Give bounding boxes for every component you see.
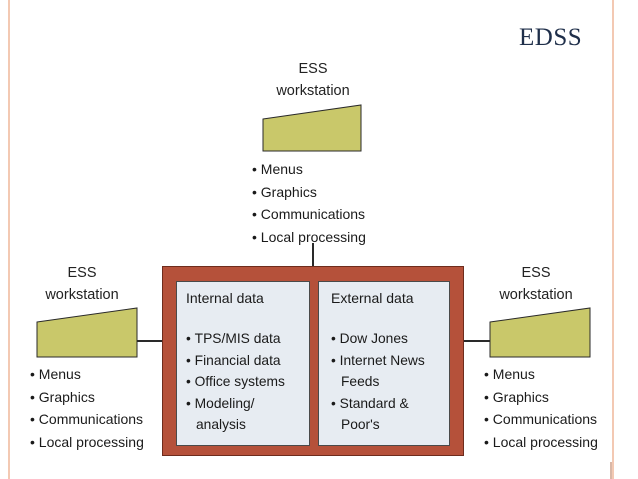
list-item: TPS/MIS data: [186, 328, 308, 350]
feature-item: Graphics: [484, 386, 598, 409]
feature-item: Local processing: [484, 431, 598, 454]
list-item: Internet News Feeds: [331, 350, 449, 393]
workstation-features-right: Menus Graphics Communications Local proc…: [484, 363, 598, 453]
list-item: Office systems: [186, 371, 308, 393]
feature-item: Menus: [30, 363, 144, 386]
workstation-label-line1: ESS: [521, 265, 551, 281]
workstation-label-line2: workstation: [499, 287, 573, 303]
list-item: Financial data: [186, 350, 308, 372]
list-item: Modeling/ analysis: [186, 393, 280, 436]
feature-item: Menus: [252, 158, 366, 181]
feature-item: Menus: [484, 363, 598, 386]
workstation-label-line1: ESS: [298, 61, 328, 77]
feature-item: Graphics: [252, 181, 366, 204]
workstation-shape-right: [489, 307, 591, 358]
workstation-label-top: ESS workstation: [263, 58, 363, 102]
slide-border-tick: [610, 462, 612, 479]
internal-data-list: TPS/MIS data Financial data Office syste…: [186, 328, 308, 436]
feature-item: Communications: [252, 203, 366, 226]
workstation-label-left: ESS workstation: [32, 262, 132, 306]
workstation-label-right: ESS workstation: [486, 262, 586, 306]
feature-item: Local processing: [30, 431, 144, 454]
workstation-shape-top: [262, 104, 362, 152]
external-data-list: Dow Jones Internet News Feeds Standard &…: [331, 328, 449, 436]
list-item: Dow Jones: [331, 328, 449, 350]
workstation-features-top: Menus Graphics Communications Local proc…: [252, 158, 366, 248]
workstation-shape-left: [36, 307, 138, 358]
slide-title: EDSS: [519, 24, 583, 51]
feature-item: Communications: [484, 408, 598, 431]
list-item: Standard & Poor's: [331, 393, 437, 436]
feature-item: Communications: [30, 408, 144, 431]
workstation-label-line1: ESS: [67, 265, 97, 281]
workstation-label-line2: workstation: [45, 287, 119, 303]
workstation-features-left: Menus Graphics Communications Local proc…: [30, 363, 144, 453]
external-data-title: External data: [331, 290, 414, 306]
internal-data-title: Internal data: [186, 290, 264, 306]
workstation-label-line2: workstation: [276, 83, 350, 99]
slide-border-right: [612, 0, 614, 479]
slide-border-left: [8, 0, 10, 479]
feature-item: Local processing: [252, 226, 366, 249]
feature-item: Graphics: [30, 386, 144, 409]
